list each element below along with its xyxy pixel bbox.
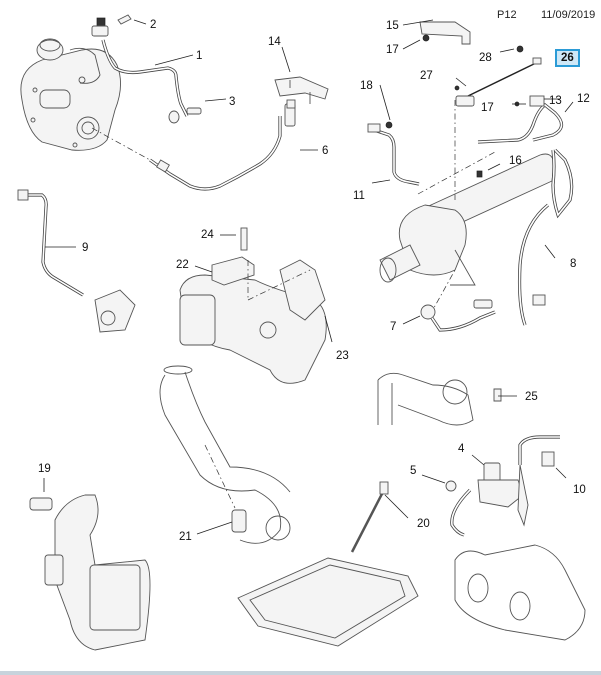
diff-pressure-pipe-drawing bbox=[477, 95, 564, 144]
callout-7[interactable]: 7 bbox=[390, 321, 397, 333]
boost-sensor-21-drawing bbox=[231, 509, 247, 533]
callout-17-lower[interactable]: 17 bbox=[481, 102, 494, 114]
callout-15[interactable]: 15 bbox=[386, 20, 399, 32]
callout-26-highlighted[interactable]: 26 bbox=[555, 49, 580, 67]
temp-sensor-9-drawing bbox=[17, 189, 136, 333]
coolant-housing-drawing bbox=[377, 372, 502, 426]
pressure-pipe-drawing bbox=[91, 17, 189, 124]
callout-24[interactable]: 24 bbox=[201, 229, 214, 241]
bolt-24-drawing bbox=[240, 227, 248, 251]
callout-9[interactable]: 9 bbox=[82, 242, 89, 254]
callout-16[interactable]: 16 bbox=[509, 155, 522, 167]
oil-pan-drawing bbox=[237, 557, 419, 647]
bottom-border bbox=[0, 671, 601, 675]
oil-filter-housing-drawing bbox=[29, 494, 151, 651]
nox-sensor-drawing bbox=[454, 57, 542, 107]
intake-hose-drawing bbox=[159, 365, 291, 544]
callout-22[interactable]: 22 bbox=[176, 259, 189, 271]
banjo-bolt-drawing bbox=[186, 107, 202, 115]
bolt-drawing bbox=[117, 14, 132, 25]
callout-5[interactable]: 5 bbox=[410, 465, 417, 477]
callout-18[interactable]: 18 bbox=[360, 80, 373, 92]
turbocharger-drawing bbox=[20, 38, 121, 151]
callout-1[interactable]: 1 bbox=[196, 50, 203, 62]
callout-6[interactable]: 6 bbox=[322, 145, 329, 157]
callout-21[interactable]: 21 bbox=[179, 531, 192, 543]
exhaust-manifold-drawing bbox=[454, 544, 586, 641]
particulate-filter-drawing bbox=[379, 100, 555, 316]
bracket-15-drawing bbox=[419, 21, 471, 45]
callout-12[interactable]: 12 bbox=[577, 93, 590, 105]
callout-2[interactable]: 2 bbox=[150, 19, 157, 31]
temp-sensor-6-drawing bbox=[91, 99, 296, 191]
clip-16-drawing bbox=[476, 170, 483, 178]
callout-13[interactable]: 13 bbox=[549, 95, 562, 107]
callout-28[interactable]: 28 bbox=[479, 52, 492, 64]
heat-shield-23-drawing bbox=[279, 259, 326, 321]
callout-19[interactable]: 19 bbox=[38, 463, 51, 475]
nut-17-drawing bbox=[422, 34, 430, 42]
callout-23[interactable]: 23 bbox=[336, 350, 349, 362]
callout-20[interactable]: 20 bbox=[417, 518, 430, 530]
callout-25[interactable]: 25 bbox=[525, 391, 538, 403]
egr-module-drawing bbox=[179, 227, 327, 384]
callout-14[interactable]: 14 bbox=[268, 36, 281, 48]
callout-11[interactable]: 11 bbox=[353, 190, 365, 202]
oil-level-sensor-drawing bbox=[350, 487, 387, 553]
temp-sensor-11-drawing bbox=[367, 121, 496, 195]
callout-10[interactable]: 10 bbox=[573, 484, 586, 496]
callout-27[interactable]: 27 bbox=[420, 70, 433, 82]
callout-8[interactable]: 8 bbox=[570, 258, 577, 270]
page-label: P12 bbox=[497, 9, 517, 21]
diagram-date: 11/09/2019 bbox=[541, 9, 596, 21]
pressure-sensor-assembly-drawing bbox=[445, 435, 560, 537]
callout-17-upper[interactable]: 17 bbox=[386, 44, 399, 56]
bracket-14-drawing bbox=[274, 76, 329, 100]
leader-lines bbox=[43, 19, 574, 535]
sensor-harness-8-drawing bbox=[517, 148, 574, 326]
callout-4[interactable]: 4 bbox=[458, 443, 465, 455]
clip-28-drawing bbox=[516, 45, 524, 53]
oil-level-sensor-head-drawing bbox=[379, 481, 389, 495]
egr-sensor-22-drawing bbox=[211, 256, 255, 286]
callout-3[interactable]: 3 bbox=[229, 96, 236, 108]
temp-sensor-7-drawing bbox=[420, 299, 496, 332]
